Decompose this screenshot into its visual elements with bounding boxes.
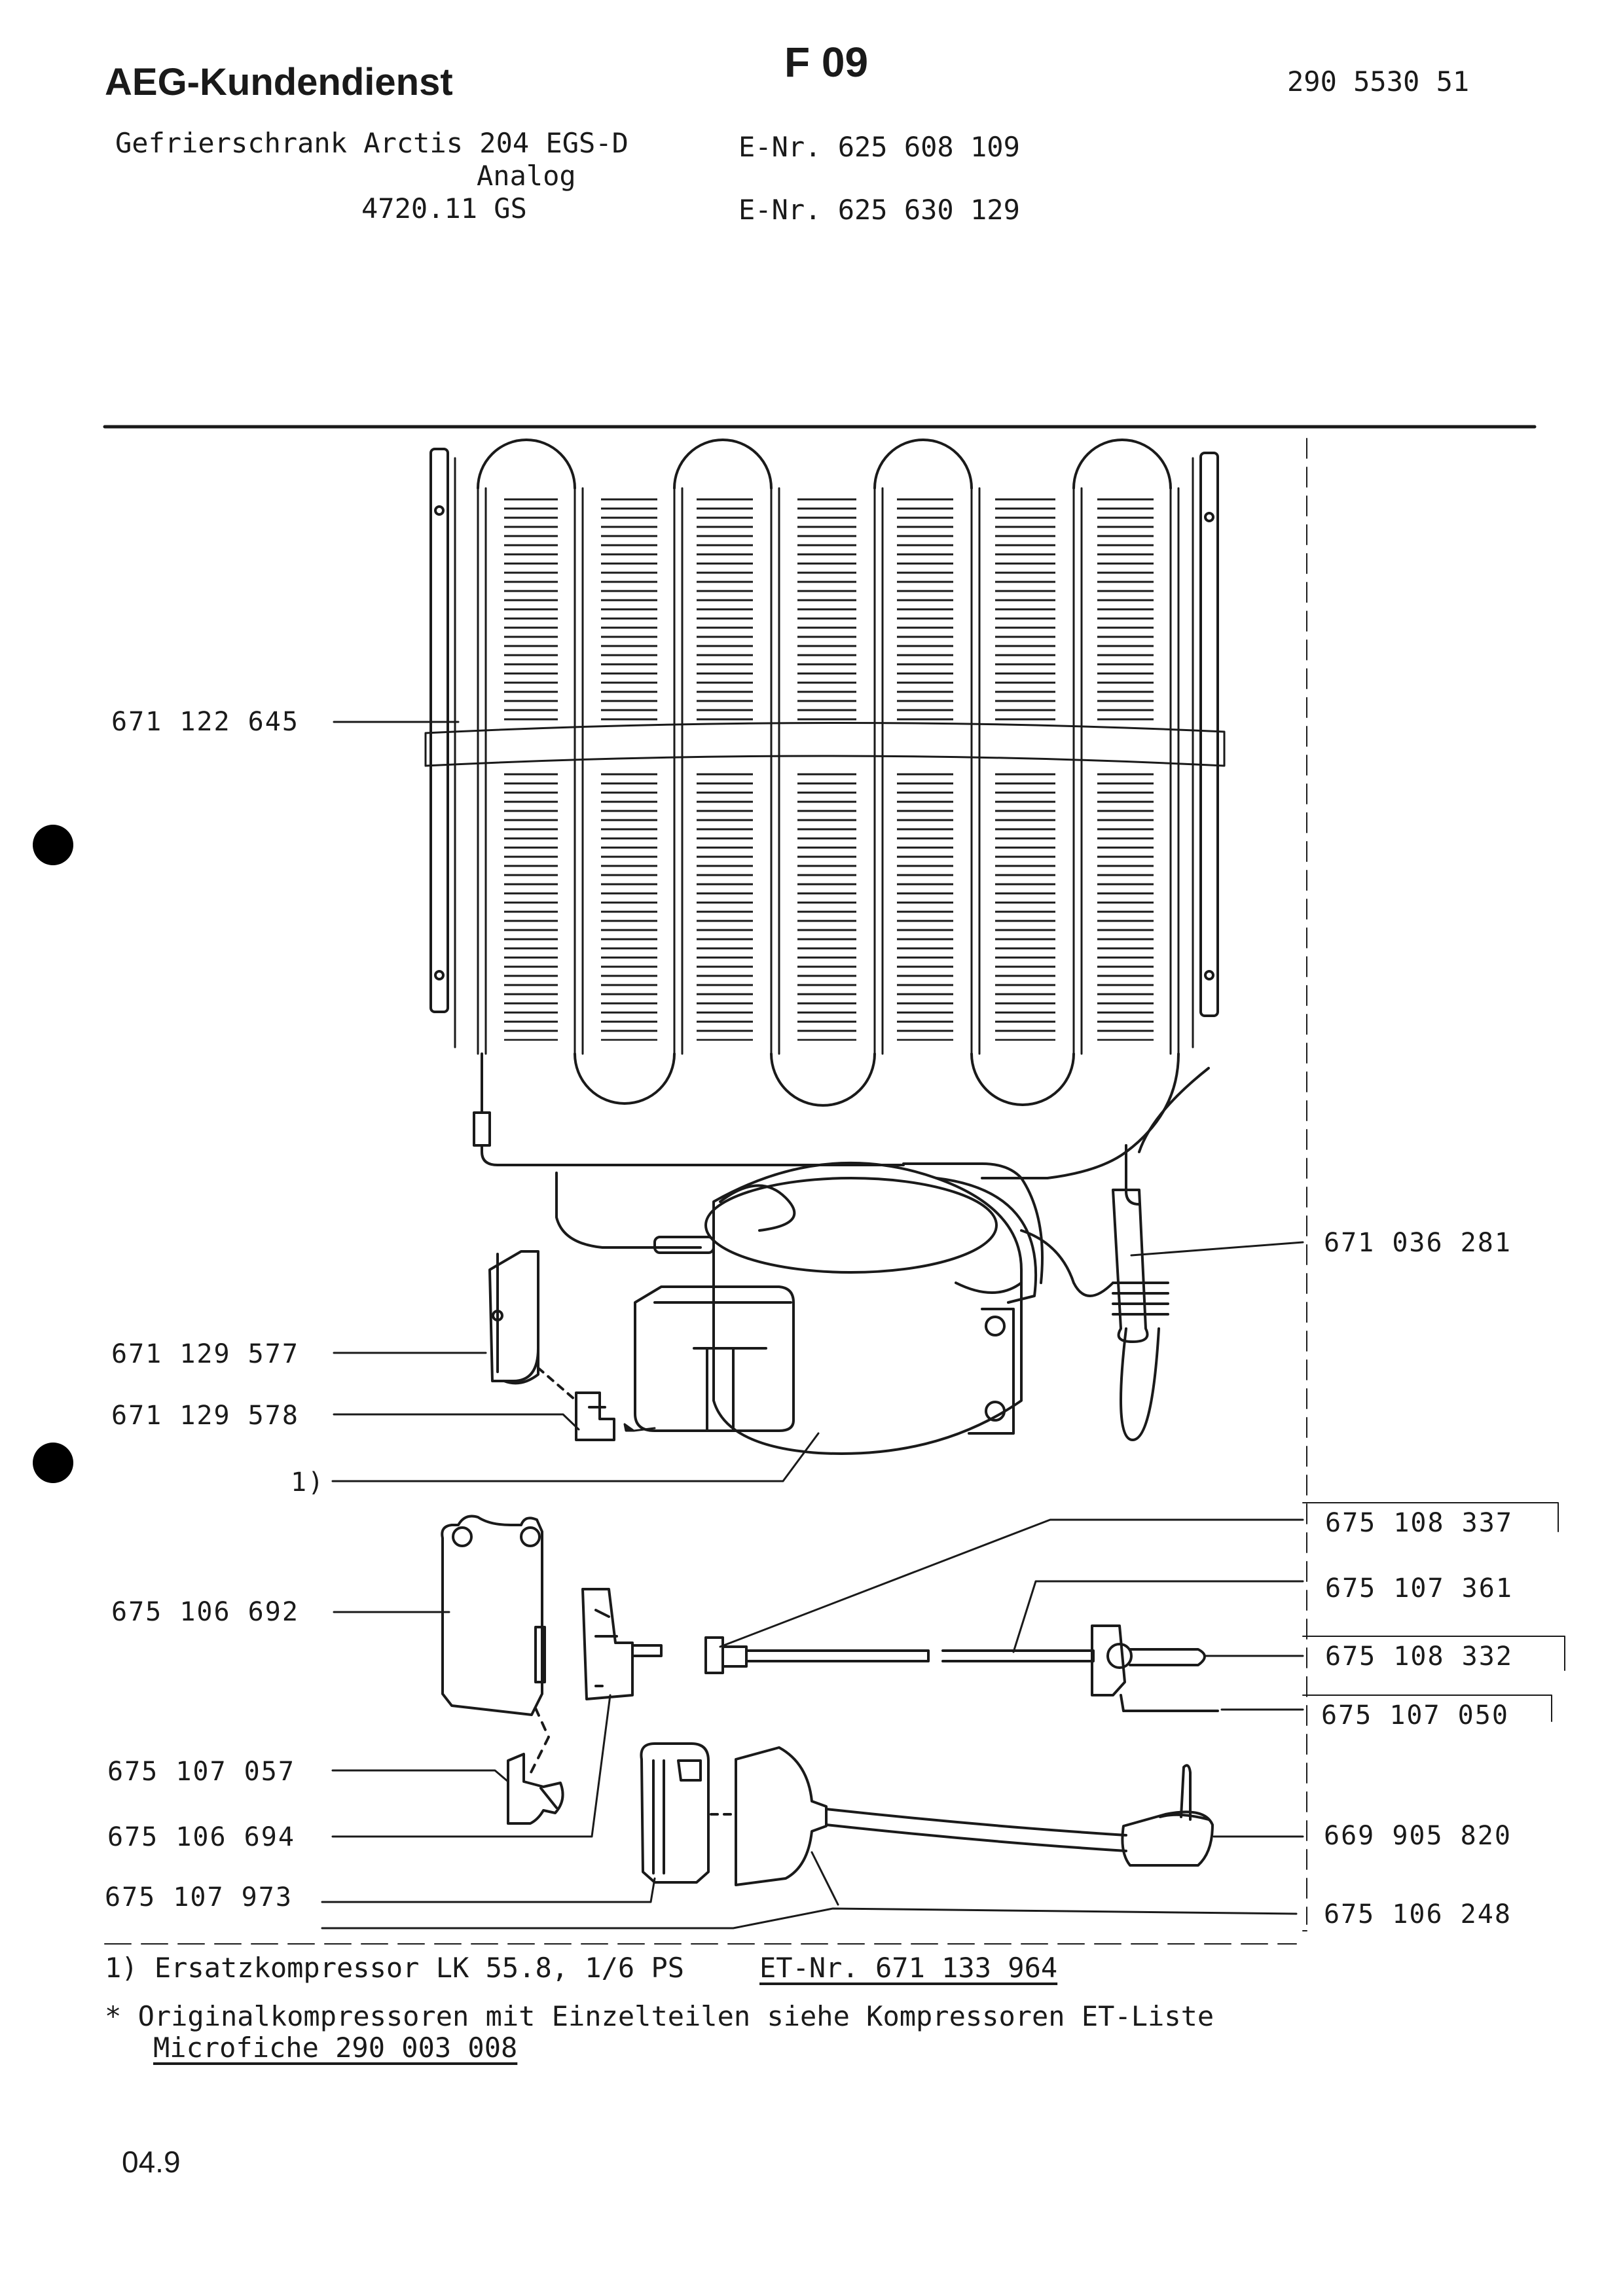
part-label-compressor-ref: 1) bbox=[291, 1467, 325, 1498]
part-label-terminal-block: 675 107 973 bbox=[105, 1882, 293, 1912]
part-label-plug: 669 905 820 bbox=[1324, 1821, 1512, 1851]
part-label-knob: 675 108 337 bbox=[1325, 1508, 1513, 1538]
part-label-relay-cover: 671 129 577 bbox=[111, 1339, 299, 1369]
terminal-block bbox=[640, 1742, 735, 1884]
page-footer-code: 04.9 bbox=[122, 2145, 181, 2179]
leader-lines bbox=[321, 721, 1304, 1929]
relay-module bbox=[441, 1515, 663, 1775]
relay-holder bbox=[507, 1753, 564, 1825]
footnote-microfiche-ref: Microfiche 290 003 008 bbox=[153, 2032, 518, 2064]
e-number-1: E-Nr. 625 608 109 bbox=[739, 131, 1020, 163]
condenser-assembly bbox=[424, 439, 1226, 1179]
part-label-thermostat: 675 107 050 bbox=[1321, 1700, 1509, 1731]
part-label-relay-box: 675 106 692 bbox=[111, 1597, 299, 1627]
punch-hole-mark bbox=[33, 1443, 73, 1483]
label-frames bbox=[1302, 1502, 1565, 1931]
product-variant: Analog bbox=[477, 160, 576, 192]
section-code: F 09 bbox=[784, 39, 869, 86]
part-label-coupling: 675 108 332 bbox=[1325, 1641, 1513, 1672]
part-label-shaft: 675 107 361 bbox=[1325, 1573, 1513, 1604]
left-bracket bbox=[429, 448, 449, 1013]
capillary-sensor bbox=[1020, 1144, 1169, 1441]
document-number: 290 5530 51 bbox=[1287, 65, 1470, 98]
part-label-capillary: 671 036 281 bbox=[1324, 1228, 1512, 1258]
company-title: AEG-Kundendienst bbox=[105, 61, 453, 103]
e-number-2: E-Nr. 625 630 129 bbox=[739, 194, 1020, 226]
part-label-cover-clip: 671 129 578 bbox=[111, 1401, 299, 1431]
part-label-switch: 675 106 694 bbox=[107, 1822, 295, 1852]
part-label-condenser: 671 122 645 bbox=[111, 707, 299, 737]
thermostat-shaft-assembly bbox=[704, 1624, 1219, 1712]
compressor bbox=[555, 1161, 1044, 1455]
product-name: Gefrierschrank Arctis 204 EGS-D bbox=[115, 127, 629, 159]
punch-hole-mark bbox=[33, 825, 73, 865]
relay-cover-parts bbox=[488, 1250, 615, 1441]
right-bracket bbox=[1199, 452, 1219, 1017]
footnote-original-compressors: * Originalkompressoren mit Einzelteilen … bbox=[105, 2000, 1214, 2032]
part-label-power-cord: 675 106 248 bbox=[1324, 1899, 1512, 1929]
part-label-relay-holder: 675 107 057 bbox=[107, 1757, 295, 1787]
footnote-compressor-ref: ET-Nr. 671 133 964 bbox=[759, 1952, 1058, 1984]
power-cord bbox=[735, 1746, 1214, 1886]
product-model: 4720.11 GS bbox=[361, 192, 527, 224]
footnote-compressor: 1) Ersatzkompressor LK 55.8, 1/6 PS bbox=[105, 1952, 685, 1984]
